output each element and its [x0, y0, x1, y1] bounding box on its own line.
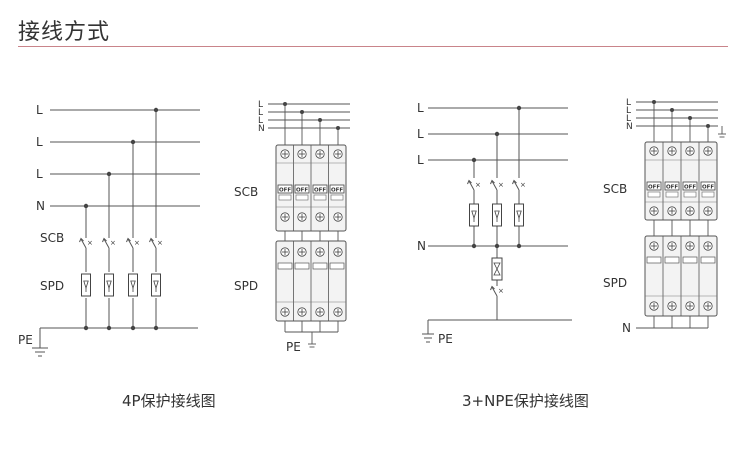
left-module-line-l2: L — [258, 108, 263, 118]
left-line-label-l2: L — [36, 135, 43, 149]
left-line-label-l3: L — [36, 167, 43, 181]
right-line-label-n: N — [417, 239, 426, 253]
right-spd-devices — [469, 203, 524, 281]
right-spd-module — [644, 235, 718, 317]
right-off-label-4: OFF — [702, 185, 714, 191]
left-line-label-l1: L — [36, 103, 43, 117]
right-pe-label: PE — [438, 332, 453, 346]
right-module-spd-label: SPD — [603, 276, 627, 290]
left-module-line-l3: L — [258, 116, 263, 126]
right-off-label-2: OFF — [666, 185, 678, 191]
left-spd-label: SPD — [40, 279, 64, 293]
right-module-line-l3: L — [626, 114, 631, 124]
left-module-scb-label: SCB — [234, 185, 258, 199]
left-spd-devices — [81, 273, 161, 297]
right-module-bridge — [653, 220, 709, 236]
left-module-line-n: N — [258, 124, 265, 134]
right-diagram-caption: 3+NPE保护接线图 — [462, 392, 589, 410]
left-switches — [79, 238, 164, 249]
right-module-line-l2: L — [626, 106, 631, 116]
left-schematic — [32, 109, 200, 357]
right-module-wiring — [636, 101, 726, 329]
right-schematic-nodes — [471, 105, 522, 249]
left-scb-module — [275, 144, 347, 232]
right-scb-module — [644, 141, 718, 221]
right-off-label-1: OFF — [648, 185, 660, 191]
left-module-pe-label: PE — [286, 340, 301, 354]
left-diagram-caption: 4P保护接线图 — [122, 392, 216, 410]
left-off-label-3: OFF — [314, 188, 326, 194]
page-title: 接线方式 — [18, 20, 111, 45]
right-module-nodes — [652, 100, 710, 128]
right-line-label-l2: L — [417, 127, 424, 141]
left-module-spd-label: SPD — [234, 279, 258, 293]
left-line-label-n: N — [36, 199, 45, 213]
left-module-wiring — [268, 103, 350, 348]
left-module-bridge — [284, 231, 339, 241]
left-schematic-nodes — [83, 107, 159, 331]
right-module-line-l1: L — [626, 98, 631, 108]
left-off-label-2: OFF — [296, 188, 308, 194]
left-spd-module — [275, 240, 347, 322]
right-module-scb-label: SCB — [603, 182, 627, 196]
left-off-label-1: OFF — [279, 188, 291, 194]
right-module-line-n: N — [626, 122, 633, 132]
right-line-label-l1: L — [417, 101, 424, 115]
left-pe-label: PE — [18, 333, 33, 347]
left-module-line-l1: L — [258, 100, 263, 110]
title-divider — [18, 46, 728, 47]
left-off-label-4: OFF — [331, 188, 343, 194]
right-off-label-3: OFF — [684, 185, 696, 191]
right-line-label-l3: L — [417, 153, 424, 167]
left-module-nodes — [283, 102, 340, 130]
right-module-n-label: N — [622, 321, 631, 335]
left-scb-label: SCB — [40, 231, 64, 245]
